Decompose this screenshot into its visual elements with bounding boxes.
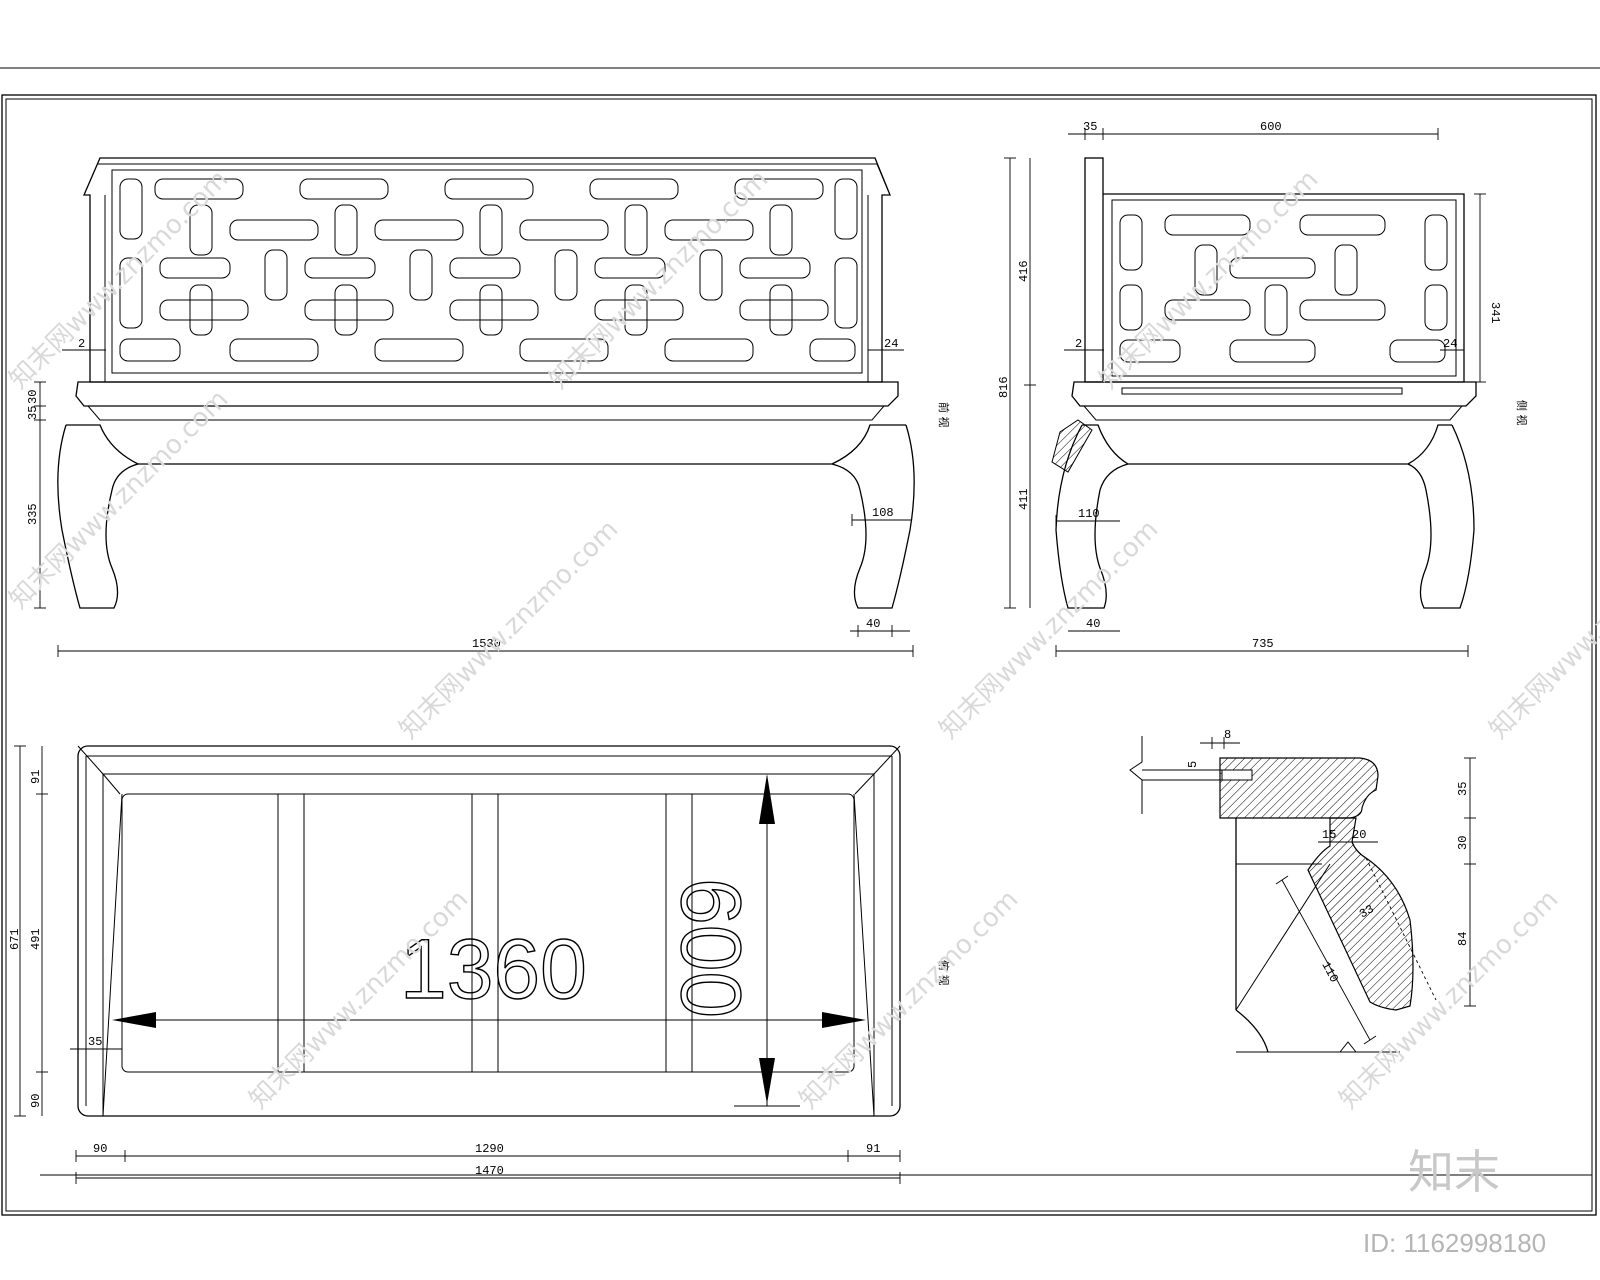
dim-top-left-margin: 90 xyxy=(93,1142,107,1156)
front-view xyxy=(57,157,915,609)
dim-front-foot: 40 xyxy=(866,617,880,631)
dim-front-seat-h2: 35 xyxy=(26,406,40,420)
front-view-label: 前 视 xyxy=(937,402,951,428)
dim-side-foot: 40 xyxy=(1086,617,1100,631)
side-dims: 35 600 816 416 411 341 2 24 110 40 735 侧… xyxy=(997,120,1529,657)
dim-detail-w20: 20 xyxy=(1352,828,1366,842)
side-lattice xyxy=(1119,214,1448,363)
dim-side-top-left: 35 xyxy=(1083,120,1097,134)
side-view xyxy=(1051,157,1477,609)
front-dims: 1530 30 35 335 2 24 108 40 前 视 xyxy=(26,337,951,657)
dim-detail-thick: 33 xyxy=(1357,902,1376,921)
side-view-label: 侧 视 xyxy=(1515,400,1529,426)
watermark-text: 知末网www.znzmo.com xyxy=(934,514,1165,745)
top-dims: 671 91 491 90 35 90 1290 91 1470 俯 视 xyxy=(8,745,951,1184)
dim-top-depth-total: 671 xyxy=(8,928,22,950)
sheet-frame xyxy=(0,67,1600,1216)
dim-front-leg-width: 108 xyxy=(872,506,894,520)
dim-top-depth-mid: 491 xyxy=(29,928,43,950)
watermark-id: ID: 1162998180 xyxy=(1363,1228,1546,1258)
dim-detail-h1: 35 xyxy=(1456,782,1470,796)
dim-front-total-width: 1530 xyxy=(472,637,501,651)
dim-side-post-right: 24 xyxy=(1443,337,1457,351)
dim-top-total-width: 1470 xyxy=(475,1164,504,1178)
dim-detail-h3: 84 xyxy=(1456,932,1470,946)
dim-top-right-margin: 91 xyxy=(866,1142,880,1156)
watermark-logo: 知末 xyxy=(1408,1145,1500,1199)
lattice-pattern xyxy=(119,178,858,362)
watermarks: 知末网www.znzmo.com 知末网www.znzmo.com 知末网www… xyxy=(4,164,1600,1258)
dim-detail-top-gap: 8 xyxy=(1224,728,1231,742)
dim-side-upper-height: 416 xyxy=(1017,260,1031,282)
dim-front-post-left: 2 xyxy=(78,337,85,351)
dim-side-total-height: 816 xyxy=(997,376,1011,398)
top-view-label: 俯 视 xyxy=(937,960,951,986)
detail-dims: 8 5 35 30 84 15 20 110 33 xyxy=(1186,728,1476,1045)
top-view: 1360 600 xyxy=(77,745,901,1117)
dim-side-back-panel-height: 341 xyxy=(1488,302,1502,324)
dim-side-post-left: 2 xyxy=(1075,337,1082,351)
dim-detail-h2: 30 xyxy=(1456,836,1470,850)
watermark-text: 知末网www.znzmo.com xyxy=(4,164,235,395)
watermark-text: 知末网www.znzmo.com xyxy=(794,884,1025,1115)
dim-top-inner-width: 1290 xyxy=(475,1142,504,1156)
dim-top-depth-top: 91 xyxy=(29,770,43,784)
dim-top-inner-offset: 35 xyxy=(88,1035,102,1049)
dim-front-post-right: 24 xyxy=(884,337,898,351)
dim-side-total-depth: 735 xyxy=(1252,637,1274,651)
dim-side-top-width: 600 xyxy=(1260,120,1282,134)
dim-front-leg-height: 335 xyxy=(26,503,40,525)
dim-side-lower-height: 411 xyxy=(1017,488,1031,510)
dim-front-seat-h1: 30 xyxy=(26,390,40,404)
detail-section xyxy=(1129,736,1437,1053)
top-view-big-depth: 600 xyxy=(664,878,758,1018)
dim-side-leg-width: 110 xyxy=(1078,507,1100,521)
watermark-text: 知末网www.znzmo.com xyxy=(394,514,625,745)
dim-detail-w15: 15 xyxy=(1322,828,1336,842)
watermark-text: 知末网www.znzmo.com xyxy=(1484,514,1600,745)
watermark-text: 知末网www.znzmo.com xyxy=(1094,164,1325,395)
top-view-big-width: 1360 xyxy=(400,922,587,1016)
dim-top-depth-bottom: 90 xyxy=(29,1094,43,1108)
dim-detail-small-h: 5 xyxy=(1186,761,1200,768)
